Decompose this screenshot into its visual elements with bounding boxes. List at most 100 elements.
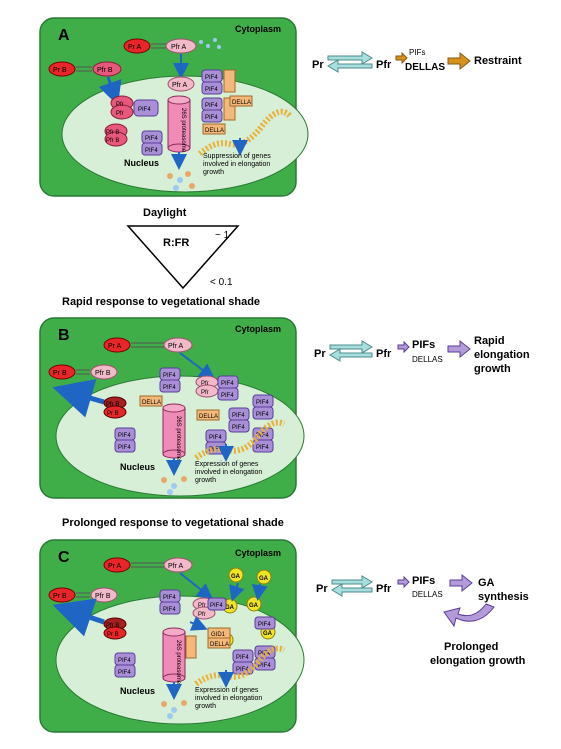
labels-pif4-label: PIF4 — [163, 607, 176, 613]
labels-pr-b-label: Pr B — [53, 370, 67, 377]
labels-pif4-label: PIF4 — [118, 670, 131, 676]
panels-2-scheme-pfr-label: Pfr — [376, 583, 392, 595]
scheme-c: Pr Pfr PIFs DELLAS GA synthesis Prolonge… — [316, 573, 529, 667]
panels-0-scheme-dellas-label: DELLAS — [405, 62, 445, 73]
panels-1-proteasome-label: 26S proteasome — [175, 416, 181, 461]
labels-pr-b-label: Pr B — [107, 632, 119, 638]
gene-text-a-2: involved in elongation — [203, 161, 270, 168]
labels-pr-a-label: Pr A — [108, 563, 122, 570]
pif4-della-complexes: PIF4 PIF4 PIF4 PIF4 DELLA DELLA — [201, 69, 253, 135]
labels-pfr-b-label: Pfr B — [97, 67, 113, 74]
panels-1-gene-text-1-label: involved in elongation — [195, 469, 262, 476]
daylight-label: Daylight — [143, 207, 187, 219]
labels-pif4-label: PIF4 — [221, 393, 234, 399]
proteasome: 26S proteasome — [167, 95, 191, 153]
labels-pif4-label: PIF4 — [256, 400, 269, 406]
panels-2-scheme-outcome-1-label: synthesis — [478, 591, 529, 603]
proteasome-c: 26S proteasome — [162, 627, 197, 685]
labels-pr-b-label: Pr B — [107, 411, 119, 417]
labels-pfr-b-label: Pfr B — [106, 130, 119, 136]
labels-pfr-label: Pfr — [116, 102, 124, 108]
labels-pif4-label: PIF4 — [205, 103, 218, 109]
panels-2-gene-text-2-label: growth — [195, 703, 216, 710]
labels-pfr-b-label: Pfr B — [106, 402, 119, 408]
pif4-b-lower-left: PIF4 PIF4 — [114, 427, 136, 453]
panels-1-scheme-outcome-0-label: Rapid — [474, 335, 505, 347]
labels-pif4-label: PIF4 — [256, 412, 269, 418]
labels-ga-label: GA — [231, 574, 241, 580]
labels-pif4-label: PIF4 — [221, 381, 234, 387]
labels-pif4-label: PIF4 — [163, 385, 176, 391]
panels-1-nucleus-label: Nucleus — [120, 462, 155, 472]
labels-pif4-label: PIF4 — [205, 87, 218, 93]
pr-a — [123, 38, 151, 54]
feedback-arrow — [443, 603, 495, 628]
cytoplasm-label: Cytoplasm — [235, 24, 281, 34]
labels-ga-label: GA — [263, 631, 273, 637]
labels-pif4-label: PIF4 — [236, 667, 249, 673]
labels-pif4-label: PIF4 — [210, 603, 223, 609]
panel-c: C Cytoplasm Nucleus Pr A Pfr A Pr B Pfr … — [39, 539, 305, 733]
labels-pif4-label: PIF4 — [163, 595, 176, 601]
panels-1-cytoplasm-label: Cytoplasm — [235, 324, 281, 334]
labels-pfr-b-label: Pfr B — [95, 593, 111, 600]
pif4-c-lower-left: PIF4 PIF4 — [114, 652, 136, 678]
panels-1-scheme-pfr-label: Pfr — [376, 348, 392, 360]
pfrb-dimer-degraded: Pfr B Pfr B — [104, 123, 128, 147]
panels-1-scheme-pifs-label: PIFs — [412, 339, 435, 351]
panels-2-scheme-pifs-label: PIFs — [412, 575, 435, 587]
proteasome-b: 26S proteasome — [162, 403, 186, 461]
pfr-b — [92, 61, 122, 77]
panels-2-scheme-footer-0-label: Prolonged — [444, 641, 498, 653]
ratio-high: ~ 1 — [215, 230, 230, 241]
pfra-pif4-complex: Pfr Pfr PIF4 PIF4 — [195, 375, 239, 401]
labels-pfr-label: Pfr — [198, 612, 206, 618]
labels-pr-b-label: Pr B — [53, 67, 67, 74]
peptide-fragments-c — [161, 700, 187, 719]
panels-2-scheme-footer-1-label: elongation growth — [430, 655, 526, 667]
labels-pfr-label: Pfr — [201, 390, 209, 396]
labels-pif4-label: PIF4 — [118, 445, 131, 451]
labels-ga-label: GA — [249, 603, 259, 609]
degraded-fragments — [199, 38, 221, 49]
labels-della-label: DELLA — [205, 128, 224, 134]
labels-pif4-label: PIF4 — [258, 651, 271, 657]
panels-1-scheme-dellas-label: DELLAS — [412, 355, 443, 364]
labels-della-label: DELLA — [199, 414, 218, 420]
labels-pif4-label: PIF4 — [236, 655, 249, 661]
panels-2-gene-text-0-label: Expression of genes — [195, 687, 259, 694]
panels-1-gene-text-2-label: growth — [195, 477, 216, 484]
panels-2-gene-text-1-label: involved in elongation — [195, 695, 262, 702]
labels-pfr-a-label: Pfr A — [172, 82, 188, 89]
rfr-triangle: Daylight R:FR ~ 1 < 0.1 — [126, 207, 240, 290]
panel-letter-b: B — [58, 327, 70, 344]
heading-prolonged: Prolonged response to vegetational shade — [62, 517, 284, 529]
panels-2-proteasome-label: 26S proteasome — [175, 640, 181, 685]
labels-pif4-label: PIF4 — [258, 622, 271, 628]
labels-pif4-label: PIF4 — [209, 435, 222, 441]
scheme-a: Pr Pfr PIFs DELLAS Restraint — [312, 48, 522, 73]
labels-pfr-label: Pfr — [201, 381, 209, 387]
prb-pfrb-complex-c: Pfr B Pr B — [103, 617, 127, 640]
labels-pfr-b-label: Pfr B — [106, 623, 119, 629]
pif4-c-left: PIF4 PIF4 — [159, 589, 181, 615]
labels-pif4-label: PIF4 — [258, 663, 271, 669]
labels-pfr-a-label: Pfr A — [168, 563, 184, 570]
labels-pif4-label: PIF4 — [205, 75, 218, 81]
panels-0-scheme-pfr-label: Pfr — [376, 59, 392, 71]
gid1-della-complex: GID1 DELLA — [207, 627, 231, 649]
labels-pif4-label: PIF4 — [138, 107, 151, 113]
panels-2-scheme-pr-label: Pr — [316, 583, 328, 595]
pfr-a-nucleus — [167, 76, 195, 92]
labels-pif4-label: PIF4 — [145, 148, 158, 154]
labels-della-label: DELLA — [142, 400, 161, 406]
pfrb-pif-complex: Pfr Pfr PIF4 — [110, 95, 159, 120]
labels-pif4-label: PIF4 — [118, 433, 131, 439]
labels-ga-label: GA — [225, 605, 235, 611]
panels-1-scheme-outcome-1-label: elongation — [474, 349, 530, 361]
panel-a: A Cytoplasm Nucleus Pr A Pfr A Pfr A Pr … — [39, 17, 309, 197]
panels-2-scheme-outcome-0-label: GA — [478, 577, 495, 589]
heading-rapid: Rapid response to vegetational shade — [62, 296, 260, 308]
gene-text-a-1: Suppression of genes — [203, 153, 271, 160]
labels-pfr-label: Pfr — [198, 603, 206, 609]
